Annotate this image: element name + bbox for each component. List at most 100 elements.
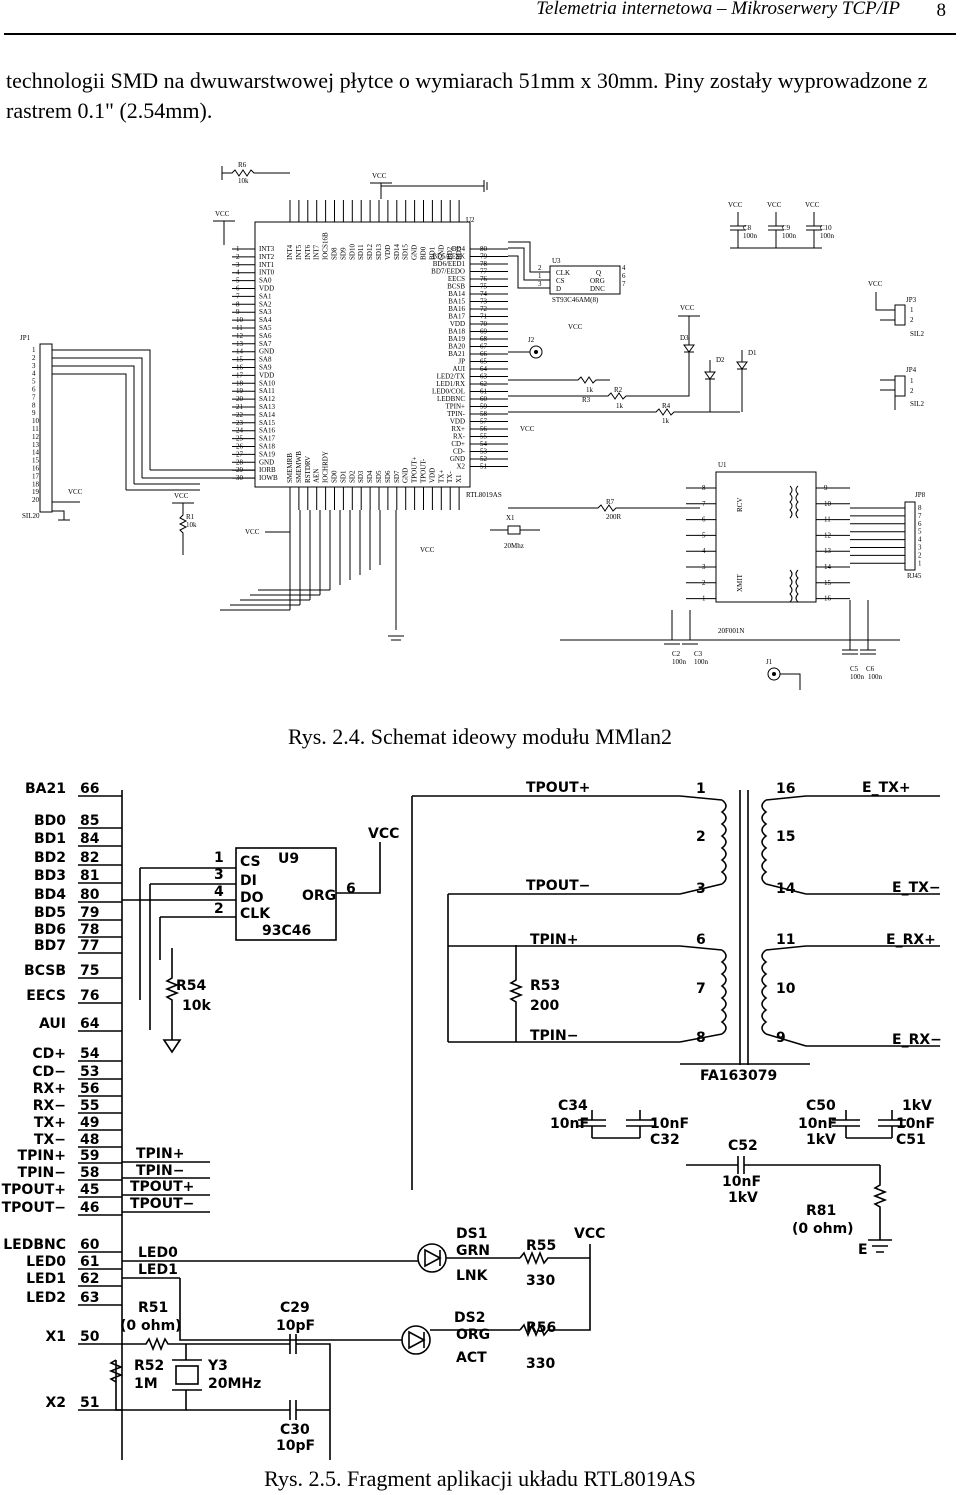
jp1-pin-number: 3 xyxy=(32,362,36,370)
svg-text:3: 3 xyxy=(538,280,542,288)
svg-text:330: 330 xyxy=(526,1273,555,1289)
jp1-pin-number: 17 xyxy=(32,472,40,480)
svg-text:C5: C5 xyxy=(850,665,859,673)
svg-text:2: 2 xyxy=(214,901,224,917)
u2-right-pin-label: TPIN+ xyxy=(445,403,465,411)
u2-left-pin-label: INT3 xyxy=(259,245,275,253)
svg-text:VCC: VCC xyxy=(868,280,883,288)
transformer-part: FA163079 xyxy=(700,1068,777,1084)
u2-right-pin-label: CD+ xyxy=(451,440,465,448)
connector-jp1: JP1 SIL20 xyxy=(20,334,53,520)
svg-text:2: 2 xyxy=(910,316,914,324)
u2-left-pin-label: IOWB xyxy=(259,474,278,482)
rtl-pin-number: 80 xyxy=(80,887,100,903)
svg-text:U1: U1 xyxy=(718,461,727,469)
svg-text:R51: R51 xyxy=(138,1300,168,1316)
svg-text:VCC: VCC xyxy=(68,488,83,496)
u2-right-pin-label: LED0/COL xyxy=(432,388,465,396)
outputs: E_TX+ E_TX− E_RX+ E_RX− xyxy=(806,780,942,1048)
rtl-pin-number: 76 xyxy=(80,988,99,1004)
u2-top-pin-label: BD0 xyxy=(420,246,428,260)
jp1-pin-number: 12 xyxy=(32,433,40,441)
svg-text:10nF: 10nF xyxy=(722,1174,761,1190)
u2-right-pin-label: BA17 xyxy=(448,313,465,321)
resistor-r4: R4 1k xyxy=(508,402,740,425)
rtl-pin-number: 82 xyxy=(80,850,99,866)
u2-left-pin-label: VDD xyxy=(259,285,274,293)
svg-text:TPOUT+: TPOUT+ xyxy=(526,780,590,796)
u2-left-pin-label: SA18 xyxy=(259,443,275,451)
svg-text:C3: C3 xyxy=(694,650,703,658)
svg-text:LNK: LNK xyxy=(456,1268,489,1284)
svg-text:JP8: JP8 xyxy=(915,491,926,499)
led-ds1: DS1 GRN LNK xyxy=(180,1226,520,1284)
u2-bottom-pin-label: TPOUT- xyxy=(420,458,428,483)
u2-right-pin-label: BD7/EEDO xyxy=(431,268,465,276)
capacitor-c30: C30 10pF xyxy=(186,1400,330,1454)
u2-bottom-pin-label: TX+ xyxy=(437,470,445,483)
svg-text:2: 2 xyxy=(538,264,542,272)
svg-text:C9: C9 xyxy=(782,224,791,232)
svg-text:10k: 10k xyxy=(186,521,197,529)
rtl-pin-name: BD5 xyxy=(34,905,66,921)
u2-left-pin-label: IORB xyxy=(259,466,276,474)
capacitor-c29: C29 10pF xyxy=(186,1300,331,1460)
u2-top-pin-label: SD11 xyxy=(357,244,365,260)
svg-text:X1: X1 xyxy=(506,514,515,522)
u2-right-pin-label: BA16 xyxy=(448,305,465,313)
rtl-pin-number: 59 xyxy=(80,1148,99,1164)
svg-text:C51: C51 xyxy=(896,1132,926,1148)
resistor-r53: R53 200 xyxy=(508,945,560,1042)
jack-j1: J1 xyxy=(766,658,801,690)
figure-caption-2-5: Rys. 2.5. Fragment aplikacji układu RTL8… xyxy=(264,1466,696,1491)
jp8-pin-number: 8 xyxy=(918,504,922,512)
u2-bottom-pin-label: TX- xyxy=(446,471,454,483)
u2-right-pin-label: BA14 xyxy=(448,290,465,298)
rtl-pin-number: 61 xyxy=(80,1254,99,1270)
rtl-pin-name: AUI xyxy=(39,1016,66,1032)
led-ds2: DS2 ORG ACT xyxy=(179,1278,520,1366)
svg-text:4: 4 xyxy=(214,884,224,900)
u2-left-pin-label: SA19 xyxy=(259,450,275,458)
svg-text:6: 6 xyxy=(622,272,626,280)
svg-text:200: 200 xyxy=(530,998,559,1014)
u2-left-pin-label: SA2 xyxy=(259,300,272,308)
svg-text:R4: R4 xyxy=(662,402,671,410)
svg-text:1: 1 xyxy=(910,306,914,314)
jp1-pin-number: 10 xyxy=(32,417,40,425)
xfmr-right-pin: 11 xyxy=(776,932,795,948)
rtl-pin-name: BD4 xyxy=(34,887,66,903)
u2-top-pin-label: GND xyxy=(437,245,445,260)
svg-text:ORG: ORG xyxy=(302,888,336,904)
u2-left-pin-label: SA15 xyxy=(259,419,275,427)
crystal-x1: X1 20Mhz xyxy=(490,514,540,550)
crystal-y3: Y3 20MHz xyxy=(122,1344,261,1411)
u2-left-pin-label: SA10 xyxy=(259,379,275,387)
svg-text:RJ45: RJ45 xyxy=(907,572,922,580)
rtl-pin-number: 58 xyxy=(80,1165,99,1181)
svg-text:DNC: DNC xyxy=(590,285,605,293)
rtl-pin-number: 54 xyxy=(80,1046,100,1062)
u2-top-pin-label: SD14 xyxy=(393,244,401,260)
u2-left-pin-label: SA12 xyxy=(259,395,275,403)
svg-text:100n: 100n xyxy=(743,232,758,240)
u2-top-pin-label: SD13 xyxy=(375,244,383,260)
svg-text:TPIN−: TPIN− xyxy=(136,1163,184,1179)
svg-text:10nF: 10nF xyxy=(650,1116,689,1132)
rtl-pin-number: 49 xyxy=(80,1115,99,1131)
u2-bottom-pin-label: SMEMRB xyxy=(286,453,294,483)
rtl-pin-number: 55 xyxy=(80,1098,99,1114)
svg-text:CLK: CLK xyxy=(240,906,271,922)
rtl-pin-name: BD3 xyxy=(34,868,66,884)
u2-bottom-pin-label: SD0 xyxy=(331,470,339,483)
jp8-pin-number: 5 xyxy=(918,528,922,536)
svg-text:DO: DO xyxy=(240,890,264,906)
u2-bottom-pin-label: SD6 xyxy=(384,470,392,483)
rtl-pin-name: TPOUT+ xyxy=(2,1182,66,1198)
u2-left-pin-label: INT2 xyxy=(259,253,275,261)
svg-text:C8: C8 xyxy=(743,224,752,232)
svg-text:TPIN+: TPIN+ xyxy=(136,1146,184,1162)
resistor-r51: R51 (0 ohm) xyxy=(120,1300,186,1352)
resistor-r52: R52 1M xyxy=(108,1358,164,1411)
